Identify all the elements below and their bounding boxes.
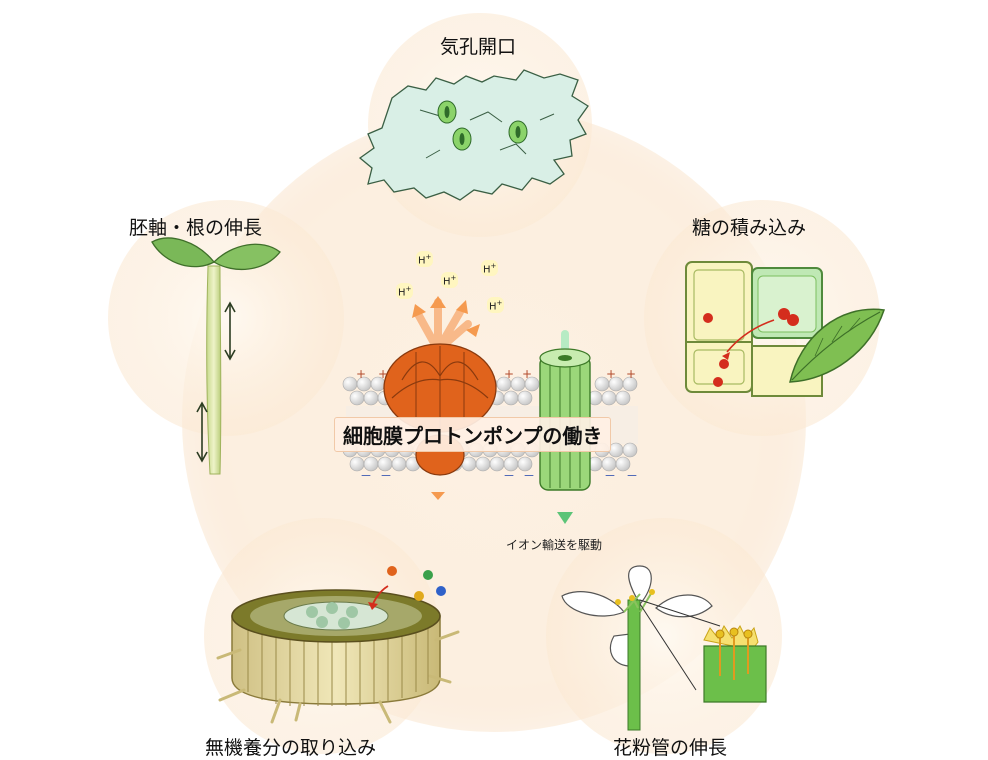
proton-label-5: H+ xyxy=(487,297,505,314)
plus-charge-marker: + xyxy=(522,367,532,381)
plus-charge-marker: + xyxy=(504,367,514,381)
hypocotyl-background-circle xyxy=(108,200,344,436)
lipid-head xyxy=(615,390,631,406)
lipid-head xyxy=(622,376,638,392)
lipid-head xyxy=(622,442,638,458)
label-nutrient-uptake: 無機養分の取り込み xyxy=(205,737,377,759)
stomata-illustration xyxy=(358,69,589,201)
label-hypocotyl-root-elongation: 胚軸・根の伸長 xyxy=(129,217,263,239)
label-stomata-opening: 気孔開口 xyxy=(440,36,517,58)
lipid-head xyxy=(363,390,379,406)
minus-charge-marker: － xyxy=(360,469,372,483)
proton-label-2: H+ xyxy=(481,260,499,277)
lipid-head xyxy=(391,456,407,472)
lipid-head xyxy=(615,456,631,472)
sugar-dot-3 xyxy=(787,314,799,326)
lipid-head xyxy=(601,390,617,406)
ion-dot-2 xyxy=(423,570,433,580)
seedling-illustration xyxy=(151,237,281,475)
lipid-head xyxy=(489,456,505,472)
plus-charge-marker: + xyxy=(626,367,636,381)
lipid-head xyxy=(608,442,624,458)
leaf-icon xyxy=(789,308,886,383)
label-pollen-tube-elongation: 花粉管の伸長 xyxy=(613,737,728,759)
plus-charge-marker: + xyxy=(606,367,616,381)
root-cross-section-illustration xyxy=(216,566,460,724)
lipid-head xyxy=(517,456,533,472)
pollen-tube-lines xyxy=(719,634,749,680)
flower-illustration xyxy=(561,565,767,731)
proton-label-4: H+ xyxy=(396,283,414,300)
center-title: 細胞膜プロトンポンプの働き xyxy=(334,417,612,452)
sugar-transport-arrow xyxy=(726,319,775,353)
sugar-dot-1 xyxy=(703,313,713,323)
plus-charge-marker: + xyxy=(356,367,366,381)
ion-dot-4 xyxy=(414,591,424,601)
ion-dot-1 xyxy=(387,566,397,576)
proton-label-3: H+ xyxy=(441,272,459,289)
guard-cell-3 xyxy=(508,120,528,144)
minus-charge-marker: － xyxy=(604,469,616,483)
minus-charge-marker: － xyxy=(523,469,535,483)
sugar-dot-2 xyxy=(778,308,790,320)
minus-charge-marker: － xyxy=(626,469,638,483)
guard-cell-1 xyxy=(437,100,457,124)
sugar-dot-5 xyxy=(713,377,723,387)
lipid-head xyxy=(475,456,491,472)
ion-dot-3 xyxy=(436,586,446,596)
guard-cell-2 xyxy=(452,127,472,151)
lipid-head xyxy=(503,390,519,406)
plus-charge-marker: + xyxy=(378,367,388,381)
label-sugar-loading: 糖の積み込み xyxy=(692,217,807,239)
ion-transport-caption: イオン輸送を駆動 xyxy=(506,538,603,552)
sugar-dot-4 xyxy=(719,359,729,369)
lipid-head xyxy=(342,376,358,392)
sugar-loading-illustration xyxy=(685,261,886,397)
lipid-head xyxy=(524,376,540,392)
minus-charge-marker: － xyxy=(380,469,392,483)
proton-label-1: H+ xyxy=(416,251,434,268)
charge-markers: + + + + + + － － － － － － xyxy=(356,367,638,483)
lipid-head xyxy=(349,390,365,406)
lipid-head xyxy=(517,390,533,406)
minus-charge-marker: － xyxy=(503,469,515,483)
